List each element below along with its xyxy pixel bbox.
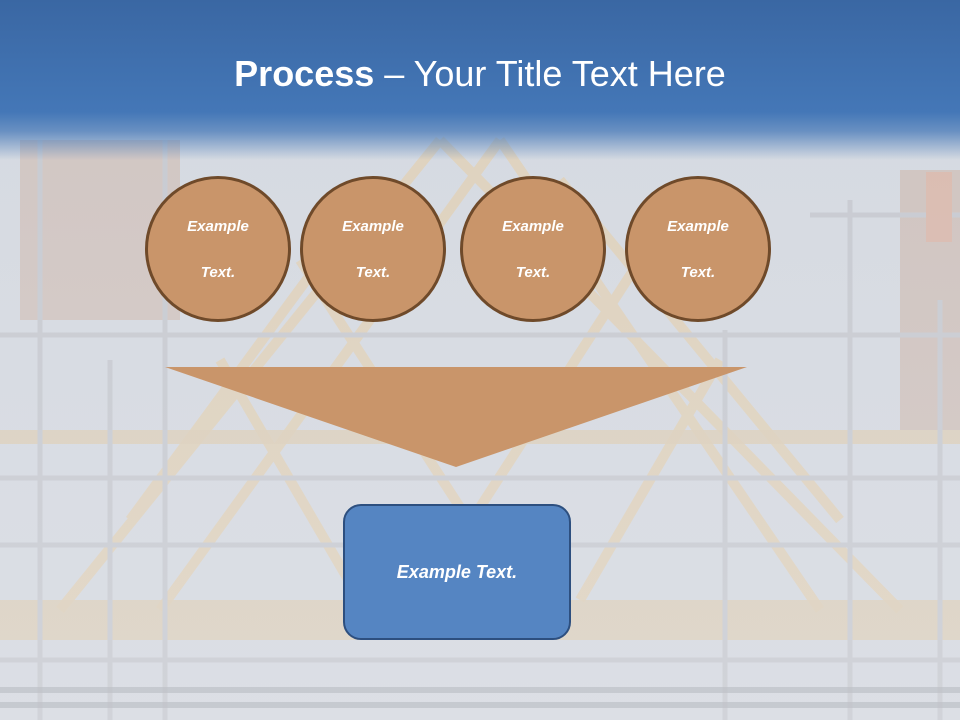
circle-2-line-1: Example [342,217,404,235]
circle-4-line-2: Text. [680,263,716,281]
result-box[interactable]: Example Text. [343,504,571,640]
circle-1-line-1: Example [187,217,249,235]
title-bold: Process [234,53,375,94]
title-rest: – Your Title Text Here [374,53,726,94]
circle-1-line-2: Text. [200,263,236,281]
title-band [0,0,960,160]
circle-3-line-2: Text. [515,263,551,281]
result-text: Example Text. [396,561,518,582]
circle-2-line-2: Text. [355,263,391,281]
slide-title: Process – Your Title Text Here [0,52,960,96]
circle-3-line-1: Example [502,217,564,235]
circle-4-line-1: Example [667,217,729,235]
funnel-arrow[interactable] [165,367,747,467]
